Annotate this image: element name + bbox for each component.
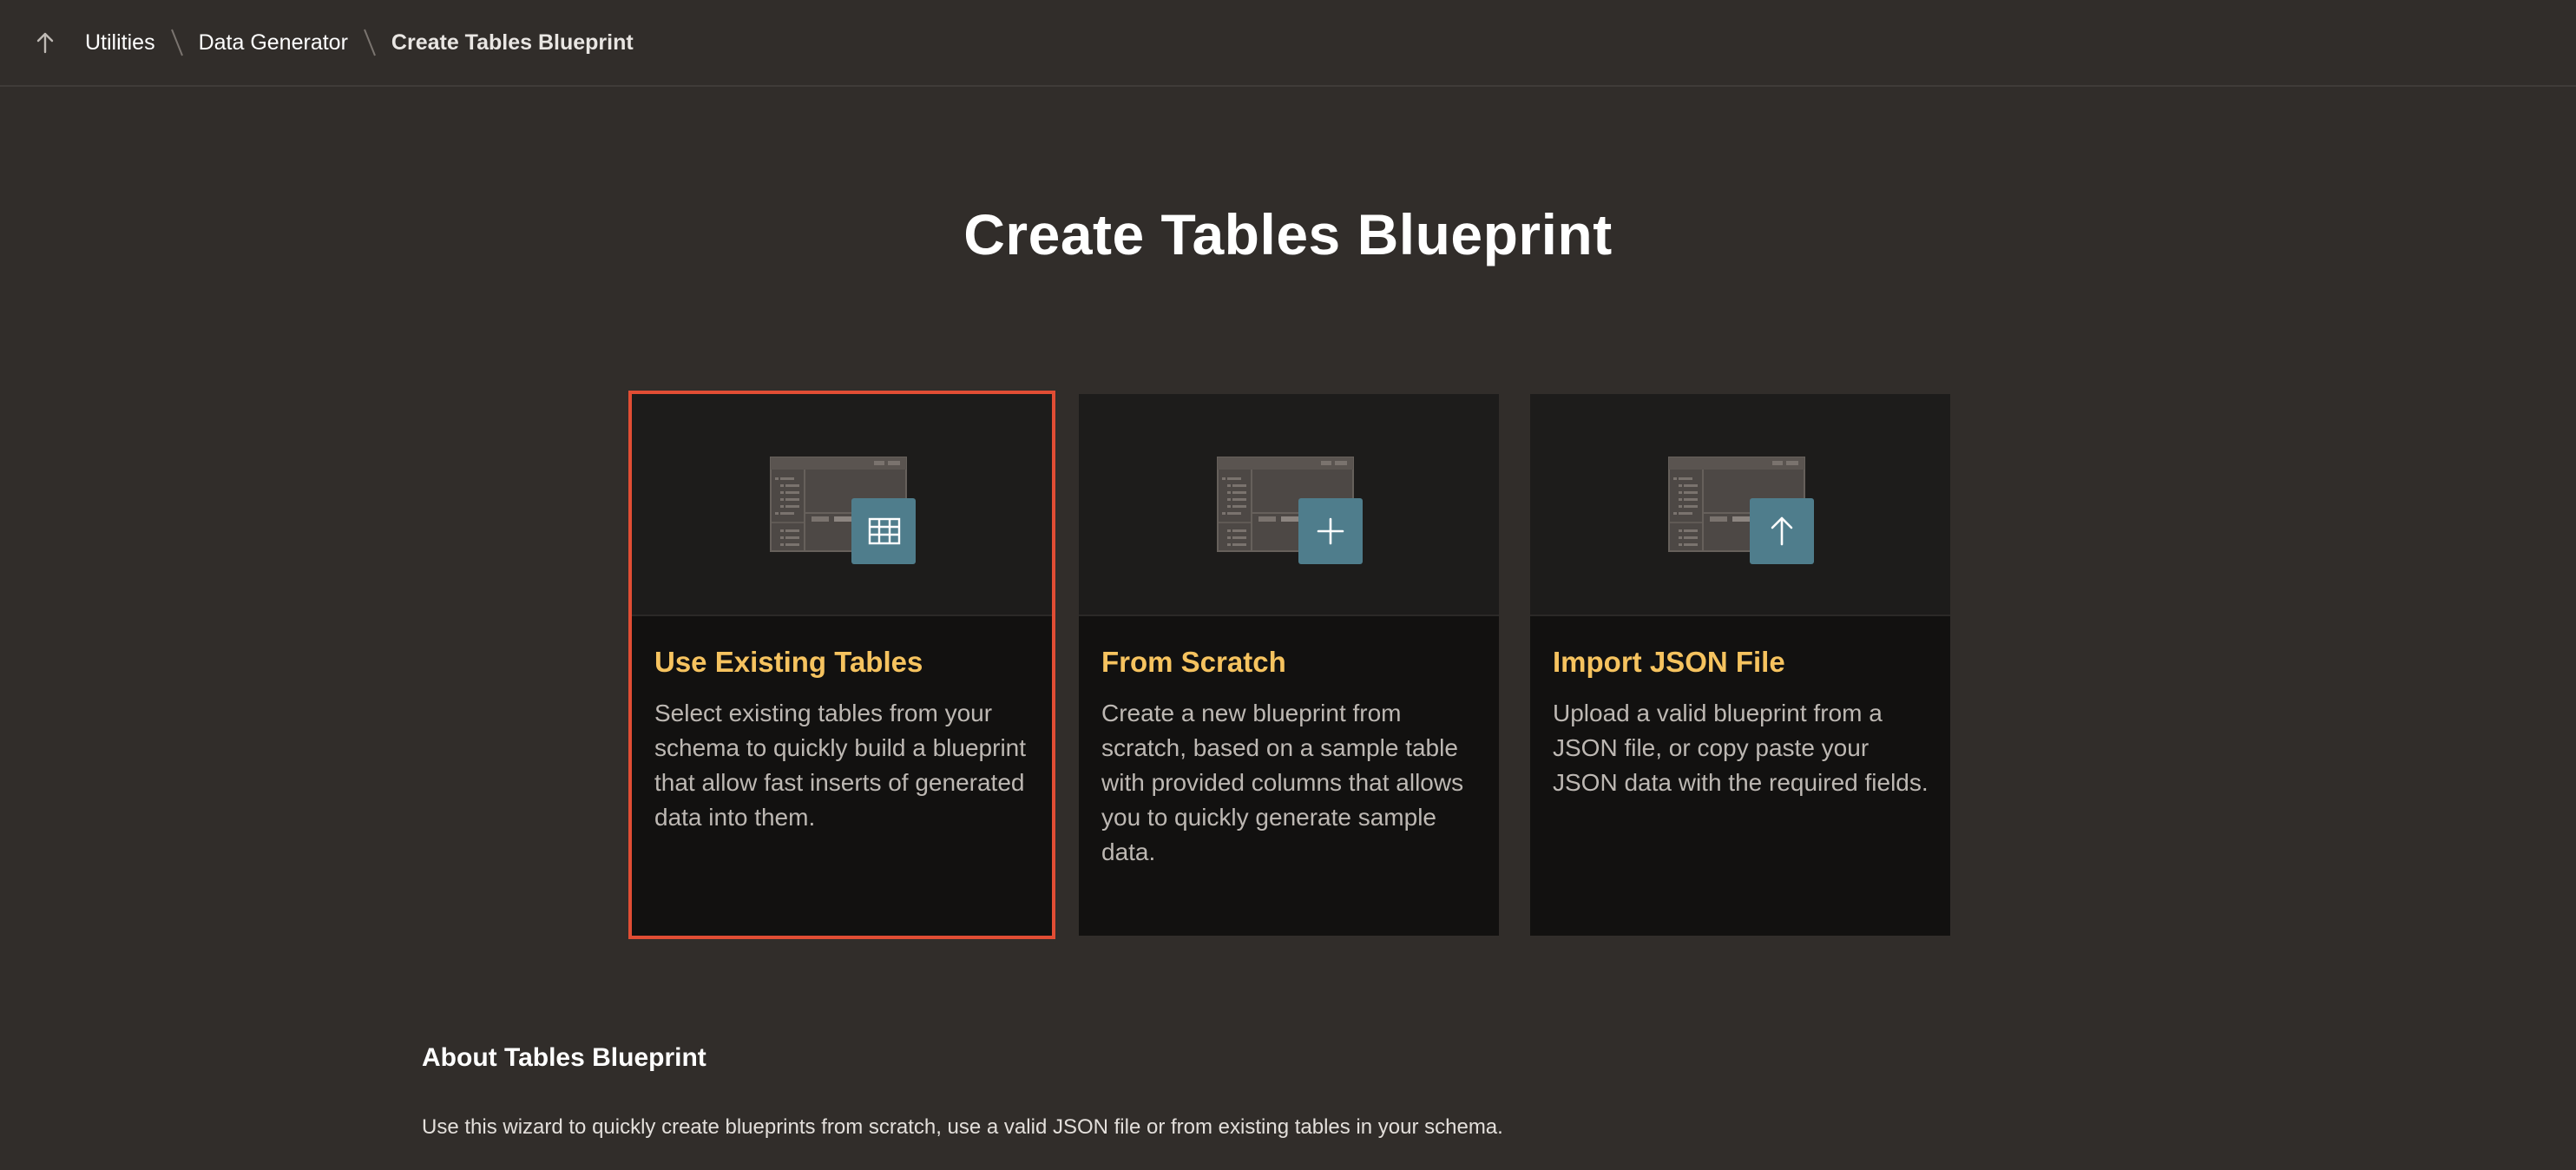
table-grid-icon — [770, 457, 916, 564]
breadcrumb-link-data-generator[interactable]: Data Generator — [198, 30, 348, 55]
card-import-json-file[interactable]: Import JSON File Upload a valid blueprin… — [1530, 394, 1950, 936]
upload-arrow-icon — [1668, 457, 1814, 564]
card-use-existing-tables[interactable]: Use Existing Tables Select existing tabl… — [628, 391, 1055, 939]
breadcrumb-link-utilities[interactable]: Utilities — [85, 30, 155, 55]
card-description: Create a new blueprint from scratch, bas… — [1101, 700, 1464, 865]
about-section-text: Use this wizard to quickly create bluepr… — [422, 1115, 1503, 1139]
card-from-scratch[interactable]: From Scratch Create a new blueprint from… — [1079, 394, 1499, 936]
breadcrumb-separator — [170, 29, 183, 56]
breadcrumb-current: Create Tables Blueprint — [391, 30, 634, 55]
card-description: Upload a valid blueprint from a JSON fil… — [1553, 700, 1929, 796]
card-title: From Scratch — [1101, 646, 1286, 678]
about-section-title: About Tables Blueprint — [422, 1043, 706, 1072]
card-description: Select existing tables from your schema … — [654, 700, 1027, 831]
page-title: Create Tables Blueprint — [963, 202, 1613, 266]
card-title: Use Existing Tables — [654, 646, 923, 678]
card-illustration-area — [1530, 394, 1950, 616]
arrow-up-icon[interactable] — [31, 29, 59, 56]
card-illustration-area — [1079, 394, 1499, 616]
card-illustration-area — [632, 394, 1052, 616]
card-title: Import JSON File — [1553, 646, 1785, 678]
breadcrumb-separator — [363, 29, 376, 56]
plus-icon — [1217, 457, 1363, 564]
breadcrumb: Utilities Data Generator Create Tables B… — [0, 0, 2576, 87]
